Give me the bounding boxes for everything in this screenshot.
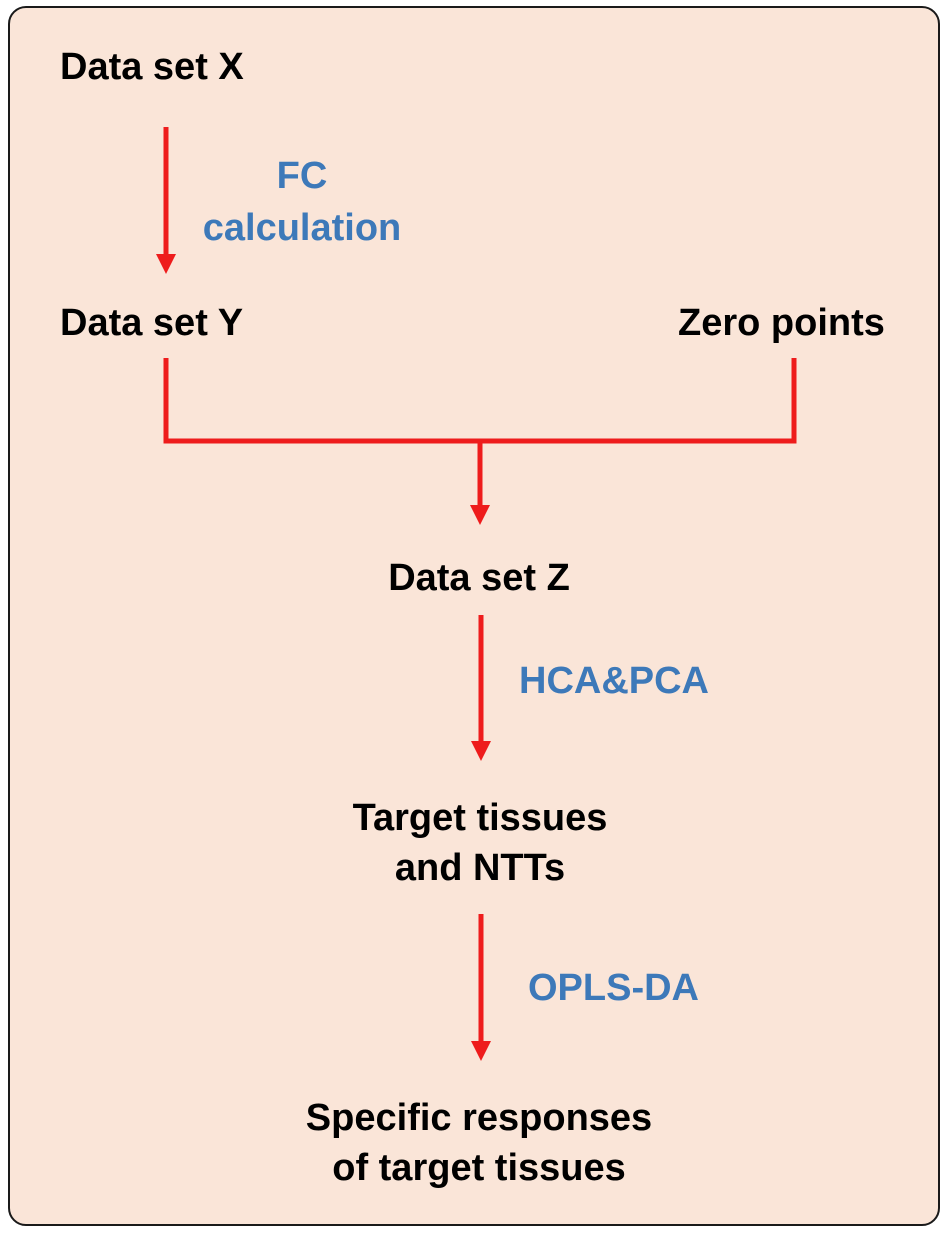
step-fc-calculation: FC calculation: [203, 150, 402, 254]
node-data-set-x: Data set X: [60, 46, 244, 88]
arrow-target-to-responses: [471, 914, 491, 1061]
merge-connector: [163, 358, 797, 525]
step-hca-pca: HCA&PCA: [519, 660, 709, 702]
node-target-line-2: and NTTs: [394, 847, 566, 889]
node-data-set-z: Data set Z: [388, 557, 570, 599]
node-data-set-y: Data set Y: [60, 302, 244, 344]
step-fc-line-1: FC: [276, 155, 328, 197]
node-specific-responses: Specific responses of target tissues: [306, 1093, 652, 1193]
arrow-z-to-target: [471, 615, 491, 761]
arrow-x-to-y: [156, 127, 176, 274]
node-zero-points: Zero points: [678, 302, 885, 344]
node-target-line-1: Target tissues: [352, 797, 608, 839]
step-fc-line-2: calculation: [202, 207, 402, 249]
step-opls-da: OPLS-DA: [528, 967, 699, 1009]
node-responses-line-2: of target tissues: [332, 1147, 626, 1189]
node-responses-line-1: Specific responses: [305, 1097, 653, 1139]
flowchart-panel: [8, 6, 940, 1226]
node-target-tissues: Target tissues and NTTs: [353, 793, 608, 893]
